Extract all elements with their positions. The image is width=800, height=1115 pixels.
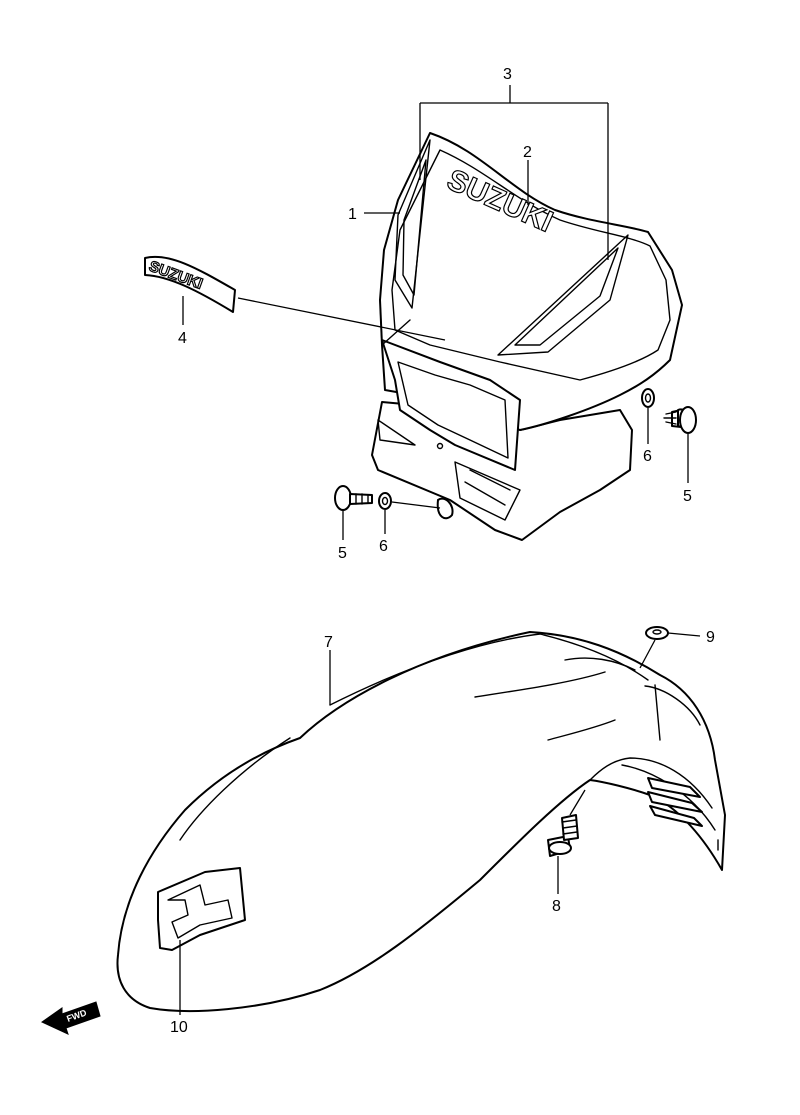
callout-9: 9 bbox=[706, 629, 715, 646]
callout-4: 4 bbox=[178, 330, 187, 347]
callout-2: 2 bbox=[523, 144, 532, 161]
callout-8: 8 bbox=[552, 898, 561, 915]
nut-left bbox=[378, 492, 392, 510]
screw-left bbox=[334, 485, 373, 511]
callout-1: 1 bbox=[348, 206, 357, 223]
callout-labels: 3 2 1 4 6 5 5 6 7 9 8 10 bbox=[170, 66, 715, 1036]
callout-10: 10 bbox=[170, 1019, 188, 1036]
callout-6-left: 6 bbox=[379, 538, 388, 555]
headlight-cowl bbox=[371, 132, 683, 541]
screw-right bbox=[663, 406, 697, 434]
leader-lines bbox=[179, 85, 701, 1015]
callout-3: 3 bbox=[503, 66, 512, 83]
callout-7: 7 bbox=[324, 634, 333, 651]
clip-nut bbox=[645, 626, 669, 640]
callout-5-right: 5 bbox=[683, 488, 692, 505]
s-emblem-decal bbox=[157, 867, 246, 951]
front-fender bbox=[116, 631, 726, 1012]
nut-right bbox=[641, 388, 655, 408]
fwd-arrow: FWD bbox=[41, 1001, 101, 1035]
callout-5-left: 5 bbox=[338, 545, 347, 562]
callout-6-right: 6 bbox=[643, 448, 652, 465]
fender-bolt bbox=[547, 814, 579, 857]
suzuki-emblem: SUZUKI bbox=[144, 255, 236, 313]
